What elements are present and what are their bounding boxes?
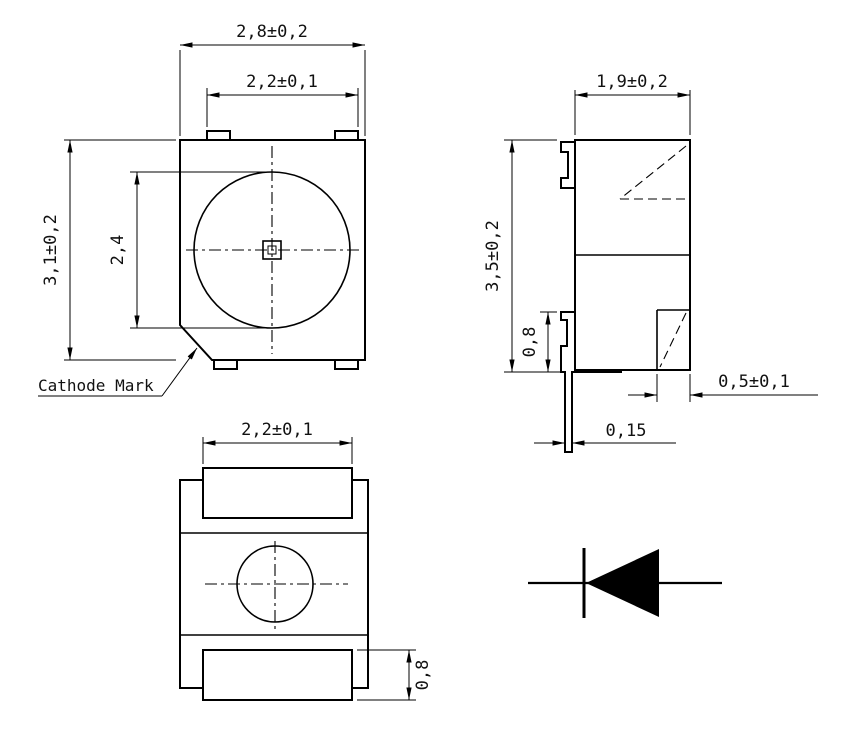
diode-symbol [528,548,722,618]
dim-top-outer-width: 2,8±0,2 [236,22,308,42]
cathode-mark-label: Cathode Mark [38,376,154,395]
top-view-tab-bottom-right [334,360,359,370]
dim-bottom-pad-width: 2,2±0,1 [241,420,313,440]
diode-anode-triangle [586,549,659,617]
bottom-view: 2,2±0,1 0,8 [179,420,433,701]
dim-side-standoff: 0,5±0,1 [718,372,790,392]
top-view: 2,8±0,2 2,2±0,1 3,1±0,2 2,4 Cathode Mark [38,22,366,397]
top-view-die-square [262,240,282,260]
top-view-tab-top-right [334,130,359,140]
bottom-view-pad-bottom [202,649,353,701]
dim-side-width: 1,9±0,2 [596,72,668,92]
dim-bottom-pad-height: 0,8 [413,660,433,691]
top-view-tab-top-left [206,130,231,140]
dim-side-lead-thickness: 0,15 [606,421,647,441]
side-view-lead-top [560,141,575,189]
dim-top-outer-height: 3,1±0,2 [41,214,61,286]
top-view-die-square-inner [267,245,277,255]
side-view-reflector-hidden-line [619,145,687,200]
top-view-lens-circle [193,171,351,329]
dim-side-height: 3,5±0,2 [483,220,503,292]
dim-top-inner-width: 2,2±0,1 [246,72,318,92]
bottom-view-pad-top [202,467,353,519]
side-view-lead-bottom [560,311,622,453]
dim-top-emitter-height: 2,4 [108,235,128,266]
cathode-mark-leader-arrow [161,347,198,397]
dim-side-lead-height: 0,8 [520,327,540,358]
side-view: 1,9±0,2 3,5±0,2 0,8 0,15 0,5±0,1 [483,72,818,453]
top-view-tab-bottom-left [213,360,238,370]
side-view-notch-hidden-line [659,312,687,368]
